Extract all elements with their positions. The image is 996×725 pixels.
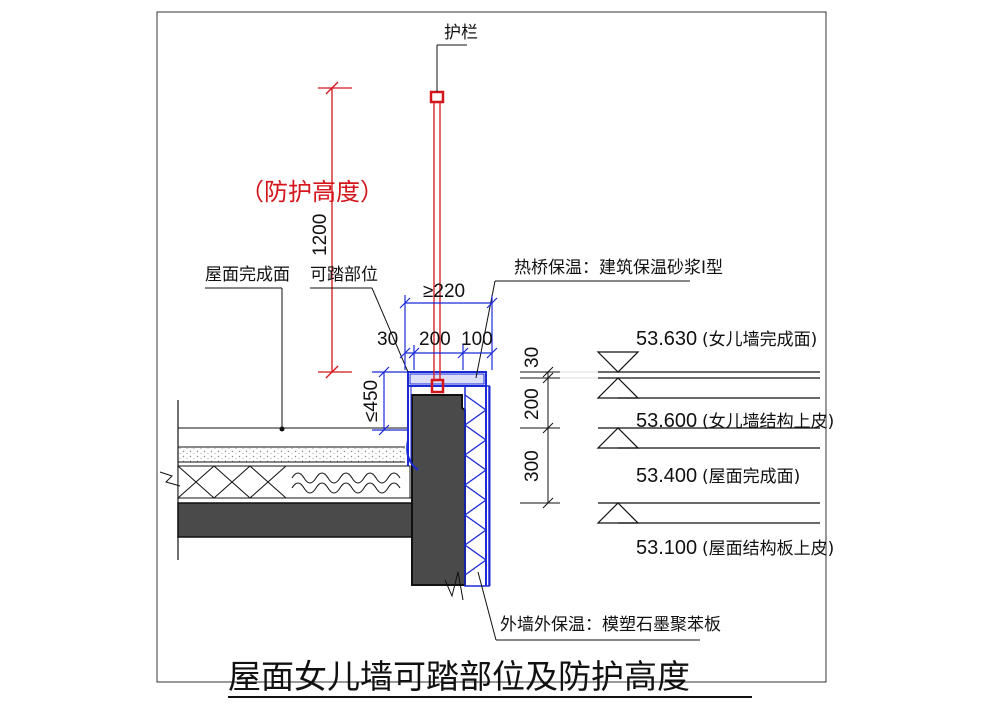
step-height-dim	[372, 366, 408, 436]
elevation-value-3: 53.400	[636, 465, 697, 487]
elevation-desc-2: (女儿墙结构上皮)	[702, 412, 834, 432]
elevation-value-1: 53.630	[636, 328, 697, 350]
roof-layers	[159, 400, 413, 560]
drawing-frame	[156, 11, 827, 683]
elevation-desc-3: (屋面完成面)	[702, 467, 800, 487]
dim-v300: 300	[522, 450, 543, 482]
dim-h450: ≤450	[361, 380, 382, 422]
elevation-markers	[596, 351, 820, 524]
roof-slab	[177, 502, 413, 538]
exterior-insulation-label: 外墙外保温：模塑石墨聚苯板	[500, 615, 721, 635]
protection-height-dim	[318, 81, 352, 379]
elevation-desc-1: (女儿墙完成面)	[702, 330, 817, 350]
elevation-value-2: 53.600	[636, 410, 697, 432]
roof-finish-label: 屋面完成面	[205, 265, 290, 285]
dim-v30: 30	[522, 347, 543, 368]
guardrail	[429, 90, 445, 394]
guard-height-value: 1200	[310, 214, 331, 256]
insulation-blue	[406, 371, 491, 587]
guardrail-label: 护栏	[444, 23, 478, 43]
dim-width-min: ≥220	[423, 281, 465, 302]
parapet-concrete	[411, 394, 466, 586]
dim-v200: 200	[522, 388, 543, 420]
dim-w30: 30	[377, 329, 398, 350]
walkable-label: 可踏部位	[310, 265, 378, 285]
thermal-bridge-label: 热桥保温：建筑保温砂浆Ⅰ型	[514, 258, 723, 278]
drawing-title: 屋面女儿墙可踏部位及防护高度	[228, 657, 690, 696]
protection-height-label: （防护高度）	[240, 178, 384, 206]
elevation-value-4: 53.100	[636, 537, 697, 559]
dim-w100: 100	[461, 329, 493, 350]
dim-w200: 200	[419, 329, 451, 350]
elevation-desc-4: (屋面结构板上皮)	[702, 539, 834, 559]
top-dimensions	[399, 295, 498, 370]
